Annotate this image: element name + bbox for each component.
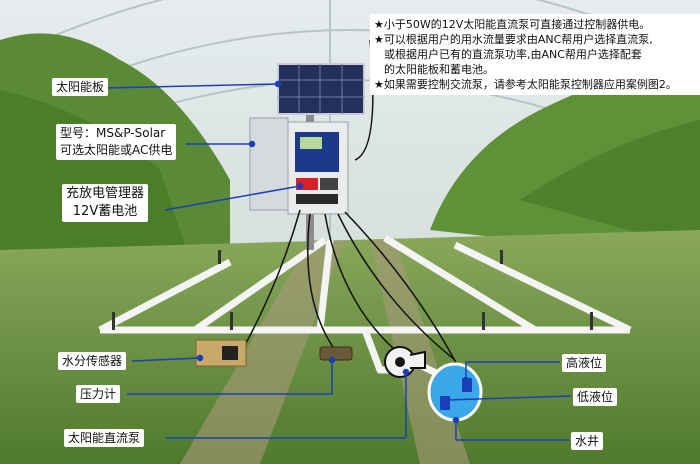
label-high-level: 高液位 bbox=[562, 354, 607, 372]
moisture-sensor bbox=[195, 339, 247, 367]
pressure-gauge bbox=[319, 346, 353, 361]
label-solar-panel: 太阳能板 bbox=[52, 78, 109, 96]
note-line-5: ★如果需要控制交流泵，请参考太阳能泵控制器应用案例图2。 bbox=[374, 78, 677, 91]
label-model-line1: 型号：MS&P-Solar bbox=[60, 126, 166, 140]
label-pressure-gauge: 压力计 bbox=[76, 385, 121, 403]
controller-box bbox=[249, 117, 349, 215]
solar-panel bbox=[277, 63, 365, 115]
label-low-level: 低液位 bbox=[573, 388, 618, 406]
foliage-left-dark bbox=[0, 90, 190, 270]
sprinklers bbox=[112, 250, 593, 330]
note-line-2: ★可以根据用户的用水流量要求由ANC帮用户选择直流泵, bbox=[374, 33, 653, 46]
note-line-3: 或根据用户已有的直流泵功率,由ANC帮用户选择配套 bbox=[384, 48, 642, 61]
foliage-right-dark bbox=[520, 120, 700, 250]
note-line-1: ★小于50W的12V太阳能直流泵可直接通过控制器供电。 bbox=[374, 18, 651, 31]
label-model-line2: 可选太阳能或AC供电 bbox=[60, 143, 173, 157]
irrigation-pipes bbox=[98, 235, 632, 379]
label-well: 水井 bbox=[571, 432, 604, 450]
label-controller-line1: 充放电管理器 bbox=[66, 186, 145, 201]
notes-box: ★小于50W的12V太阳能直流泵可直接通过控制器供电。 ★可以根据用户的用水流量… bbox=[370, 14, 700, 95]
label-controller: 充放电管理器 12V蓄电池 bbox=[62, 184, 149, 222]
cables bbox=[244, 39, 466, 381]
label-dc-pump: 太阳能直流泵 bbox=[64, 429, 145, 447]
label-model: 型号：MS&P-Solar 可选太阳能或AC供电 bbox=[56, 124, 177, 160]
note-line-4: 的太阳能板和蓄电池。 bbox=[384, 63, 494, 76]
label-moisture-sensor: 水分传感器 bbox=[58, 352, 127, 370]
label-controller-line2: 12V蓄电池 bbox=[72, 204, 138, 219]
